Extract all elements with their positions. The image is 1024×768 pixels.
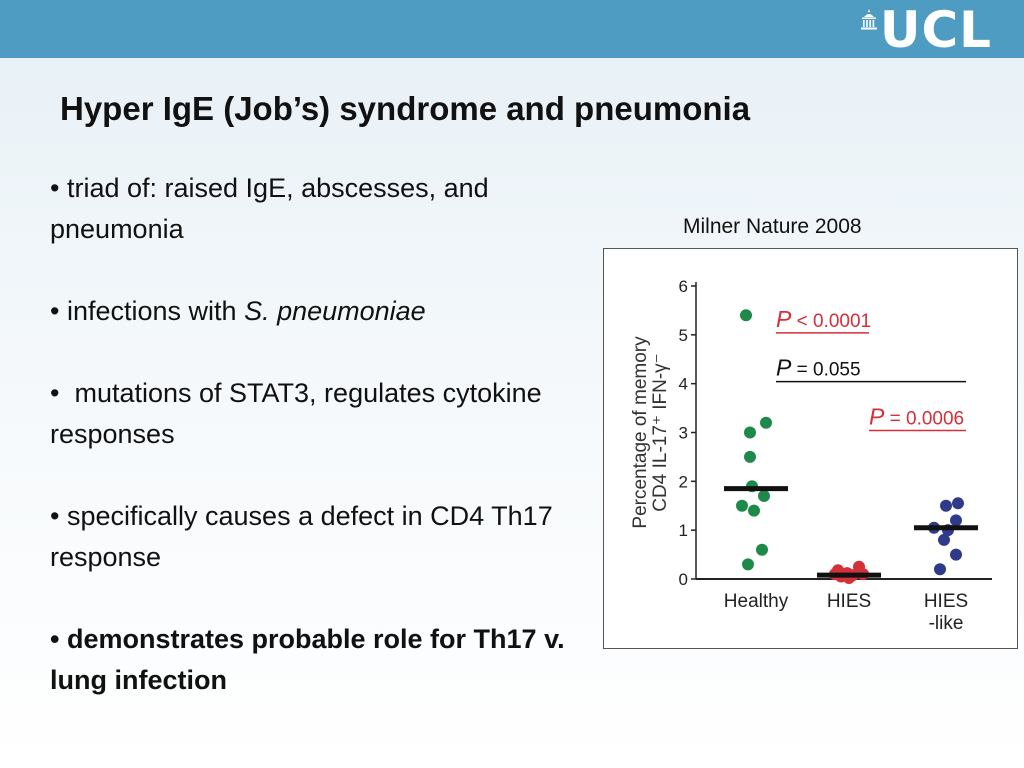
- organism-name: S. pneumoniae: [244, 296, 426, 326]
- data-point: [748, 504, 760, 517]
- x-category-label: -like: [929, 613, 964, 634]
- p-value-label: P = 0.0006: [869, 404, 964, 430]
- x-category-label: HIES: [827, 591, 871, 612]
- data-point: [934, 563, 946, 576]
- bullet-item: • triad of: raised IgE, abscesses, and p…: [50, 173, 489, 244]
- data-point: [952, 497, 964, 510]
- bullet-item: • demonstrates probable role for Th17 v.…: [50, 624, 565, 695]
- p-value-label: P < 0.0001: [776, 306, 871, 332]
- logo-text: UCL: [879, 1, 992, 59]
- y-tick-label: 1: [679, 521, 688, 540]
- data-point: [758, 489, 770, 502]
- y-axis-label: CD4 IL-17⁺ IFN-γ⁻: [650, 353, 671, 511]
- y-tick-label: 3: [679, 424, 688, 443]
- data-point: [950, 548, 962, 561]
- portico-icon: [860, 9, 877, 30]
- ucl-logo: UCL: [860, 2, 992, 58]
- bullet-item: • infections with S. pneumoniae: [50, 296, 426, 326]
- bullet-item: • specifically causes a defect in CD4 Th…: [50, 501, 553, 572]
- data-point: [742, 558, 754, 571]
- data-point: [744, 450, 756, 463]
- data-point: [756, 543, 768, 556]
- p-value-label: P = 0.055: [776, 355, 861, 381]
- x-category-label: Healthy: [724, 591, 789, 612]
- bullet-list: • triad of: raised IgE, abscesses, and p…: [50, 168, 590, 742]
- y-axis-label: Percentage of memory: [630, 336, 651, 529]
- x-category-label: HIES: [924, 591, 968, 612]
- data-point: [950, 514, 962, 527]
- bullet-item: • mutations of STAT3, regulates cytokine…: [50, 378, 542, 449]
- y-tick-label: 2: [679, 472, 688, 491]
- data-point: [760, 416, 772, 429]
- slide-title: Hyper IgE (Job’s) syndrome and pneumonia: [60, 90, 751, 127]
- y-tick-label: 4: [679, 375, 688, 394]
- data-point: [940, 499, 952, 512]
- y-tick-label: 0: [679, 570, 688, 589]
- data-point: [744, 426, 756, 439]
- y-tick-label: 5: [679, 326, 688, 345]
- data-point: [740, 309, 752, 322]
- figure-citation: Milner Nature 2008: [683, 215, 862, 238]
- header-bar: UCL: [0, 0, 1024, 58]
- y-tick-label: 6: [679, 277, 688, 296]
- data-point: [736, 499, 748, 512]
- data-point: [938, 533, 950, 546]
